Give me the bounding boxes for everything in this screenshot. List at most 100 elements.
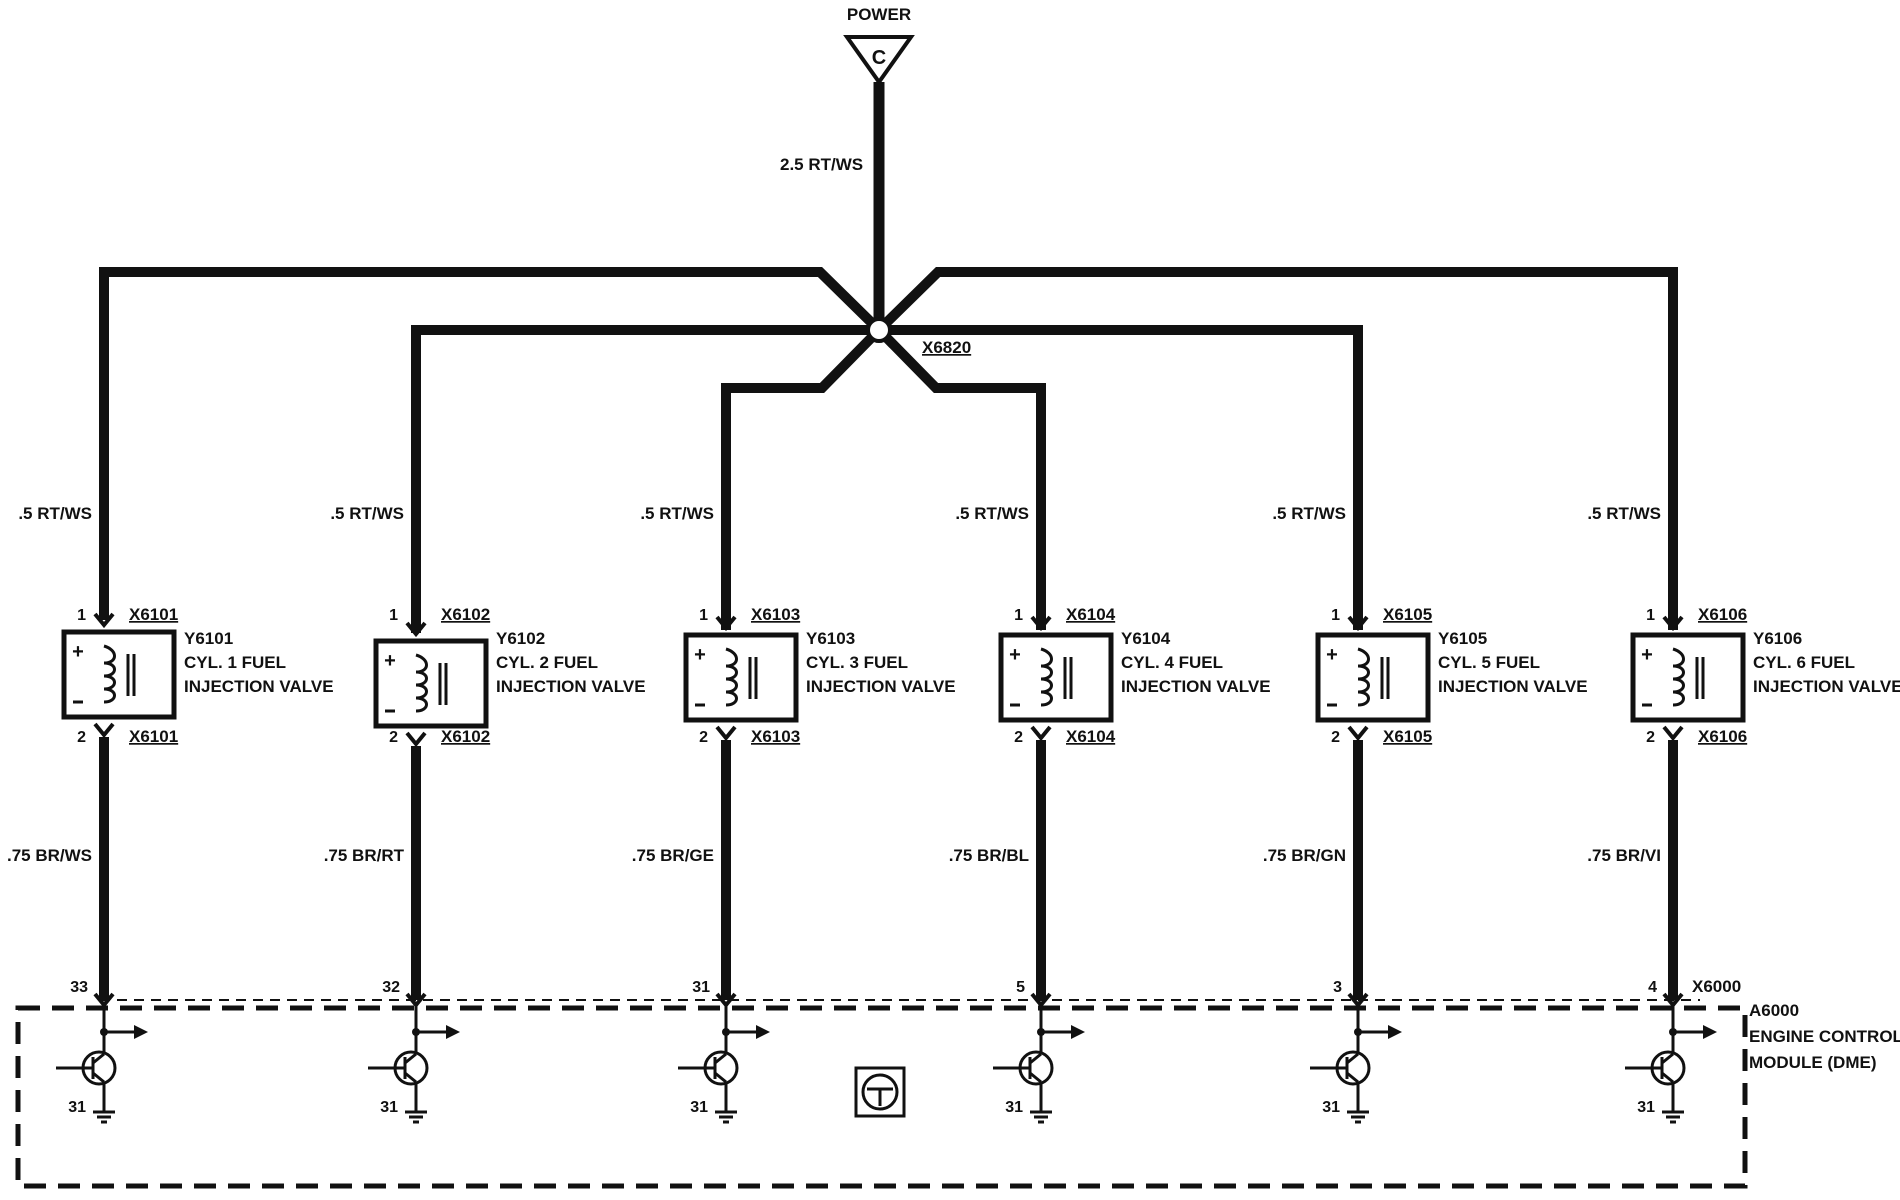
transistor-collector bbox=[404, 1052, 417, 1065]
ecm-pin-label: 5 bbox=[1016, 979, 1025, 996]
connector-chevron-top bbox=[1347, 615, 1369, 632]
pin-label-top: 1 bbox=[1014, 607, 1023, 624]
connector-label-bottom: X6104 bbox=[1066, 727, 1116, 746]
connector-label-top: X6106 bbox=[1698, 605, 1747, 624]
wire-label-top: .5 RT/WS bbox=[330, 504, 404, 523]
coil-icon bbox=[103, 644, 116, 704]
ground-pin-label: 31 bbox=[690, 1099, 708, 1116]
harness-wire-cyl-3 bbox=[721, 326, 883, 630]
component-name-line-1: CYL. 5 FUEL bbox=[1438, 653, 1540, 672]
power-label: POWER bbox=[847, 5, 911, 24]
ecm-name-line-2: ENGINE CONTROL bbox=[1749, 1027, 1900, 1046]
component-name-line-2: INJECTION VALVE bbox=[184, 677, 334, 696]
ecm-pin-label: 4 bbox=[1648, 979, 1657, 996]
connector-chevron-top bbox=[405, 621, 427, 638]
harness-wire-cyl-6 bbox=[875, 267, 1678, 630]
arrow-right-icon bbox=[446, 1025, 460, 1039]
ecm-label: A6000 ENGINE CONTROL MODULE (DME) bbox=[1749, 1001, 1900, 1072]
transistor-collector bbox=[92, 1052, 105, 1065]
ground-pin-label: 31 bbox=[1637, 1099, 1655, 1116]
connector-label-top: X6104 bbox=[1066, 605, 1116, 624]
pin-label-bottom: 2 bbox=[1646, 729, 1655, 746]
pin-label-bottom: 2 bbox=[389, 729, 398, 746]
connector-chevron-bottom bbox=[1662, 725, 1684, 742]
connector-label-top: X6101 bbox=[129, 605, 178, 624]
transistor-collector bbox=[1661, 1052, 1674, 1065]
plus-sign: + bbox=[1009, 644, 1021, 666]
pin-label-bottom: 2 bbox=[1331, 729, 1340, 746]
splice-x6820: X6820 bbox=[866, 317, 971, 357]
connector-label-top: X6102 bbox=[441, 605, 490, 624]
ground-pin-label: 31 bbox=[1322, 1099, 1340, 1116]
diagnostic-icon bbox=[854, 1066, 906, 1118]
ground-pin-label: 31 bbox=[380, 1099, 398, 1116]
connector-chevron-top bbox=[93, 612, 115, 629]
plus-sign: + bbox=[1641, 644, 1653, 666]
connector-chevron-bottom bbox=[1030, 725, 1052, 742]
transistor-emitter bbox=[1661, 1071, 1674, 1084]
plus-sign: + bbox=[384, 650, 396, 672]
transistor-emitter bbox=[714, 1071, 727, 1084]
harness-wire-cyl-4 bbox=[875, 326, 1046, 630]
component-id: Y6101 bbox=[184, 629, 233, 648]
transistor-emitter bbox=[1346, 1071, 1359, 1084]
ecm-pin-label: 32 bbox=[382, 979, 400, 996]
ecm-name-line-3: MODULE (DME) bbox=[1749, 1053, 1876, 1072]
component-name-line-1: CYL. 1 FUEL bbox=[184, 653, 286, 672]
transistor-collector bbox=[714, 1052, 727, 1065]
pin-label-top: 1 bbox=[77, 607, 86, 624]
connector-chevron-bottom bbox=[93, 722, 115, 739]
component-name-line-2: INJECTION VALVE bbox=[1121, 677, 1271, 696]
transistor-collector bbox=[1346, 1052, 1359, 1065]
wire-label-top: .5 RT/WS bbox=[1587, 504, 1661, 523]
connector-chevron-top bbox=[1030, 615, 1052, 632]
pin-label-top: 1 bbox=[1646, 607, 1655, 624]
ground-pin-label: 31 bbox=[68, 1099, 86, 1116]
component-id: Y6102 bbox=[496, 629, 545, 648]
injector-valve-box bbox=[61, 629, 177, 720]
pin-label-top: 1 bbox=[699, 607, 708, 624]
wire-label-bottom: .75 BR/GE bbox=[632, 846, 714, 865]
wire-label-bottom: .75 BR/BL bbox=[949, 846, 1029, 865]
component-name-line-1: CYL. 2 FUEL bbox=[496, 653, 598, 672]
arrow-right-icon bbox=[134, 1025, 148, 1039]
arrow-right-icon bbox=[1388, 1025, 1402, 1039]
transistor-emitter bbox=[92, 1071, 105, 1084]
wire-label-bottom: .75 BR/WS bbox=[7, 846, 92, 865]
coil-icon bbox=[1040, 647, 1053, 707]
component-id: Y6106 bbox=[1753, 629, 1802, 648]
connector-chevron-top bbox=[1662, 615, 1684, 632]
pin-label-bottom: 2 bbox=[1014, 729, 1023, 746]
component-name-line-1: CYL. 6 FUEL bbox=[1753, 653, 1855, 672]
component-name-line-2: INJECTION VALVE bbox=[496, 677, 646, 696]
component-name-line-1: CYL. 4 FUEL bbox=[1121, 653, 1223, 672]
harness-wires bbox=[99, 267, 1678, 633]
coil-icon bbox=[1357, 647, 1370, 707]
component-name-line-2: INJECTION VALVE bbox=[1438, 677, 1588, 696]
harness-wire-cyl-1 bbox=[99, 267, 883, 620]
connector-chevron-bottom bbox=[715, 725, 737, 742]
coil-icon bbox=[415, 653, 428, 713]
component-name-line-2: INJECTION VALVE bbox=[806, 677, 956, 696]
coil-icon bbox=[725, 647, 738, 707]
plus-sign: + bbox=[72, 641, 84, 663]
wire-label-bottom: .75 BR/RT bbox=[324, 846, 405, 865]
wire-label-top: .5 RT/WS bbox=[18, 504, 92, 523]
connector-chevron-top bbox=[715, 615, 737, 632]
ecm-pin-label: 33 bbox=[70, 979, 88, 996]
connector-label-bottom: X6105 bbox=[1383, 727, 1432, 746]
injector-valve-box bbox=[683, 632, 799, 723]
connector-label-bottom: X6106 bbox=[1698, 727, 1747, 746]
ecm-boundary bbox=[15, 1005, 1748, 1189]
pin-label-bottom: 2 bbox=[77, 729, 86, 746]
ecm-name-line-1: A6000 bbox=[1749, 1001, 1799, 1020]
component-name-line-1: CYL. 3 FUEL bbox=[806, 653, 908, 672]
harness-wire-cyl-2 bbox=[411, 325, 879, 633]
ecm-connector-label: X6000 bbox=[1692, 977, 1741, 996]
ecm-pin-label: 31 bbox=[692, 979, 710, 996]
connector-label-bottom: X6103 bbox=[751, 727, 800, 746]
transistor-collector bbox=[1029, 1052, 1042, 1065]
power-terminal-letter: C bbox=[872, 47, 886, 69]
plus-sign: + bbox=[694, 644, 706, 666]
